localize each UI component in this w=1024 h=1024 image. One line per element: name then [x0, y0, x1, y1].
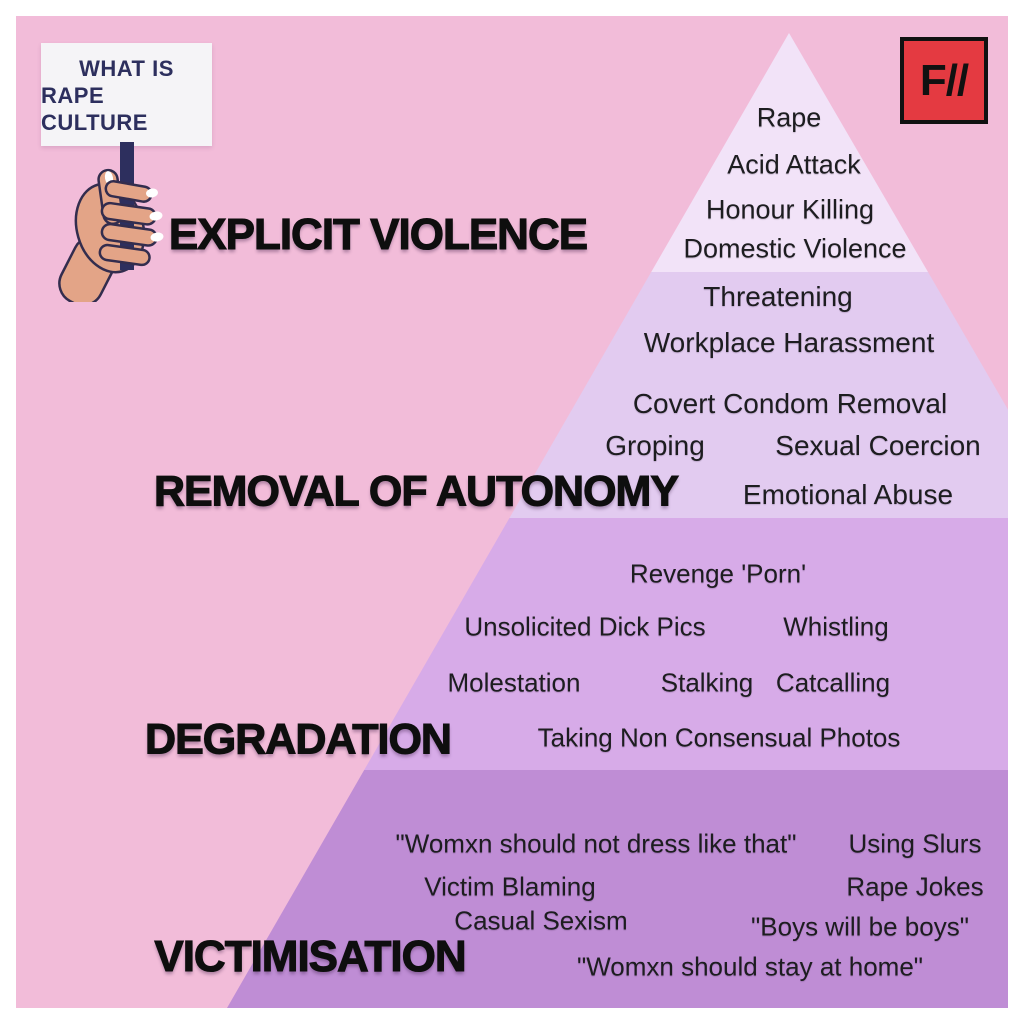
item-womxn-dress-quote: "Womxn should not dress like that": [395, 828, 797, 859]
item-stalking: Stalking: [660, 667, 754, 698]
content-area: Rape Acid Attack Honour Killing Domestic…: [16, 16, 1008, 1008]
pyramid-level-victimisation: [227, 770, 1008, 1008]
sign-line-2: RAPE CULTURE: [41, 83, 148, 135]
heading-explicit-violence: EXPLICIT VIOLENCE: [168, 209, 588, 259]
item-unsolicited-dick-pics: Unsolicited Dick Pics: [464, 611, 706, 642]
item-honour-killing: Honour Killing: [705, 194, 875, 225]
heading-removal-of-autonomy: REMOVAL OF AUTONOMY: [153, 467, 679, 516]
item-womxn-stay-home-quote: "Womxn should stay at home": [576, 951, 924, 982]
item-groping: Groping: [605, 430, 705, 461]
item-workplace-harassment: Workplace Harassment: [643, 327, 935, 358]
fii-logo-text: F//: [919, 55, 969, 105]
item-whistling: Whistling: [783, 611, 889, 642]
protest-sign: WHAT IS RAPE CULTURE: [41, 43, 212, 146]
finger-nail-3: [150, 232, 164, 242]
item-casual-sexism: Casual Sexism: [454, 905, 628, 936]
item-catcalling: Catcalling: [775, 667, 891, 698]
item-rape-jokes: Rape Jokes: [846, 871, 984, 902]
item-non-consensual-photos: Taking Non Consensual Photos: [537, 722, 901, 753]
heading-degradation: DEGRADATION: [144, 715, 452, 764]
fii-logo: F//: [900, 37, 988, 124]
finger-nail-1: [146, 188, 158, 198]
item-threatening: Threatening: [703, 281, 853, 312]
item-revenge-porn: Revenge 'Porn': [629, 558, 807, 589]
item-rape: Rape: [756, 102, 822, 133]
heading-victimisation: VICTIMISATION: [154, 931, 467, 981]
item-covert-condom-removal: Covert Condom Removal: [632, 388, 948, 419]
sign-line-1: WHAT IS: [79, 56, 174, 81]
item-boys-will-be-boys-quote: "Boys will be boys": [751, 911, 969, 942]
item-victim-blaming: Victim Blaming: [424, 871, 596, 902]
finger-nail-2: [149, 211, 163, 221]
item-molestation: Molestation: [447, 667, 581, 698]
item-acid-attack: Acid Attack: [727, 149, 861, 180]
item-using-slurs: Using Slurs: [848, 828, 982, 859]
hand-finger-pinky: [98, 243, 151, 267]
hand-holding-sign-illustration: [58, 142, 164, 302]
item-emotional-abuse: Emotional Abuse: [742, 479, 954, 510]
item-sexual-coercion: Sexual Coercion: [775, 430, 981, 461]
item-domestic-violence: Domestic Violence: [683, 233, 907, 264]
